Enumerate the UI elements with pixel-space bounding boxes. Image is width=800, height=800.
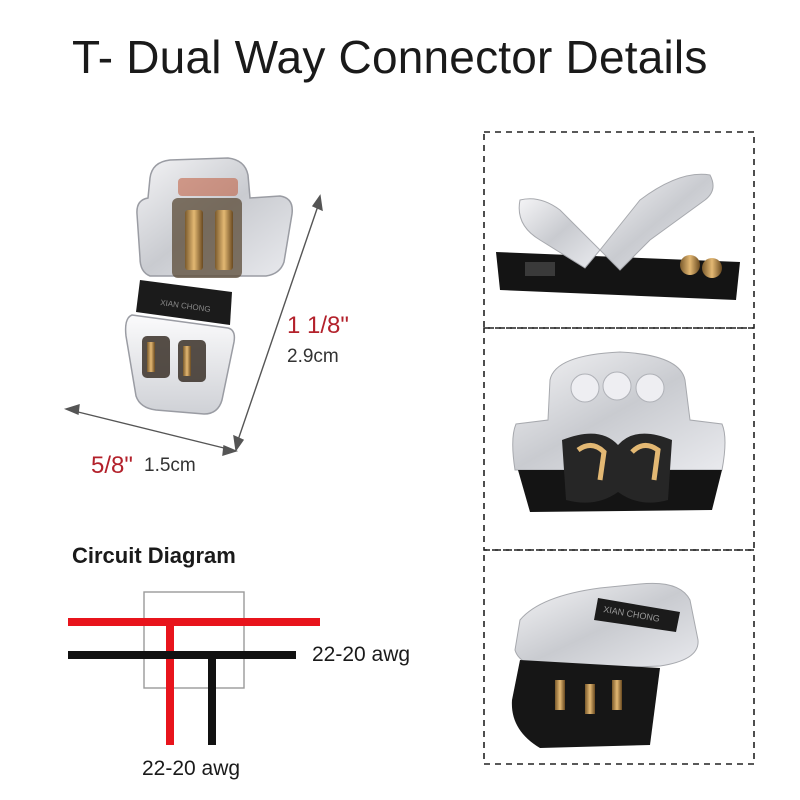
circuit-diagram-title: Circuit Diagram (72, 543, 236, 568)
junction-box (143, 591, 245, 689)
circuit-diagram (68, 591, 320, 745)
panel-angled-view (483, 549, 755, 765)
detail-panels (483, 131, 755, 765)
connector-front-image (512, 351, 726, 512)
connector-angled-image: XIAN CHONG (511, 582, 699, 748)
width-cm-label: 1.5cm (144, 455, 196, 476)
height-cm-label: 2.9cm (287, 346, 339, 367)
panel-open-view (483, 131, 755, 329)
height-dimension-arrow (233, 194, 323, 452)
width-dimension-arrow (63, 404, 239, 456)
page-title: T- Dual Way Connector Details (72, 31, 708, 83)
awg-bottom-label: 22-20 awg (142, 757, 241, 780)
connector-main-image: XIAN CHONG (124, 157, 293, 415)
awg-right-label: 22-20 awg (312, 643, 411, 666)
connector-open-image (496, 173, 740, 300)
width-inches-label: 5/8" (91, 452, 133, 479)
height-inches-label: 1 1/8" (287, 312, 349, 339)
